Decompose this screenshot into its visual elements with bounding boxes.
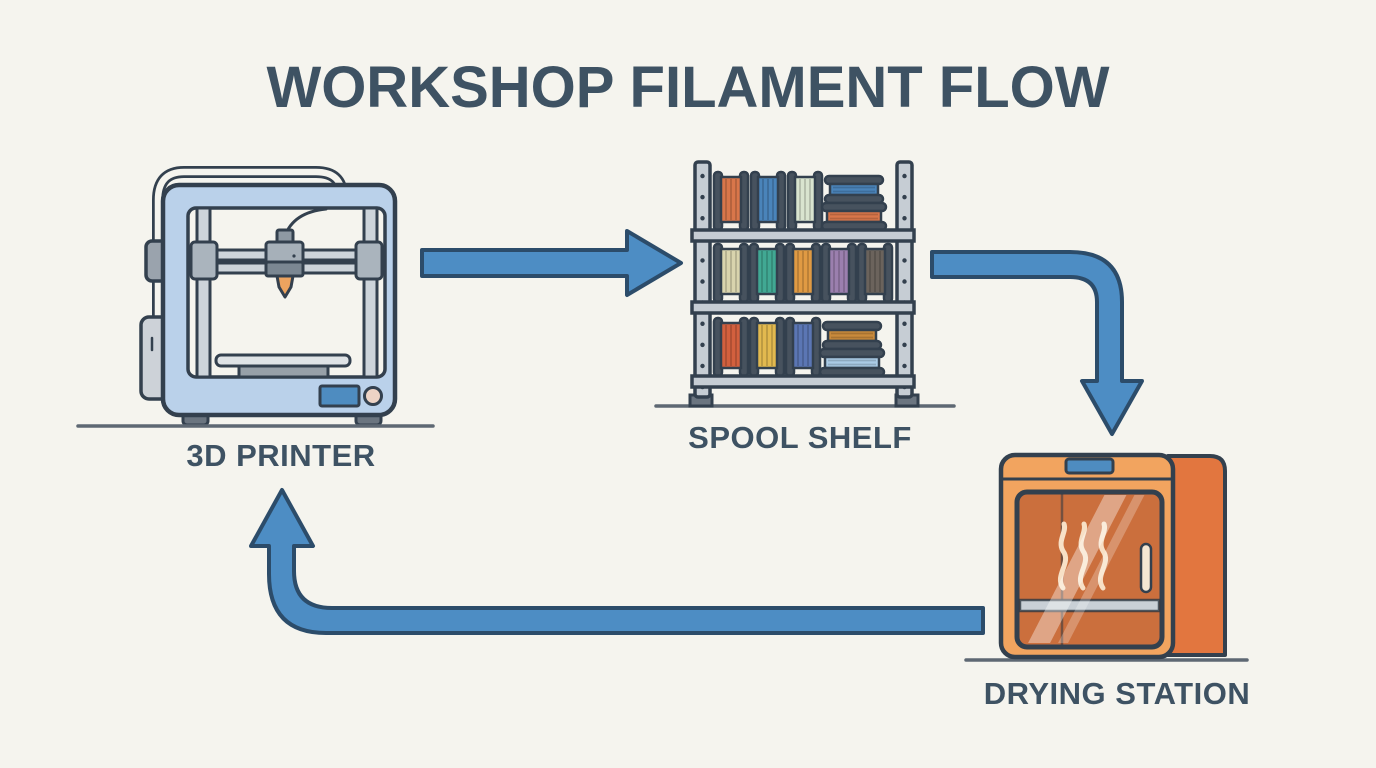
gantry-bracket bbox=[354, 240, 384, 281]
spool-vertical-yellow bbox=[748, 316, 786, 378]
spool-flat-orange bbox=[820, 201, 888, 232]
spool-vertical-dark-brown bbox=[856, 242, 894, 304]
dryer-display bbox=[1064, 457, 1115, 475]
arrow-printer-to-shelf-icon bbox=[420, 229, 683, 297]
spool-vertical-indigo bbox=[784, 316, 822, 378]
shelf-board bbox=[690, 374, 916, 389]
spool-flat-light-blue bbox=[818, 347, 886, 378]
heat-waves-icon bbox=[1057, 521, 1109, 591]
z-column bbox=[362, 206, 379, 379]
z-column bbox=[195, 206, 212, 379]
spool-shelf-icon bbox=[654, 160, 956, 408]
extruder-lower bbox=[264, 260, 305, 278]
spool-flat-blue bbox=[823, 174, 885, 205]
spool-vertical-amber bbox=[784, 242, 822, 304]
dryer-door-handle bbox=[1139, 542, 1153, 594]
bed-base bbox=[237, 364, 330, 379]
arrow-shelf-to-dryer-icon bbox=[930, 250, 1144, 436]
printer-screen bbox=[318, 384, 361, 408]
nozzle bbox=[275, 274, 295, 299]
arrow-dryer-to-printer-icon bbox=[249, 488, 985, 635]
shelf-board bbox=[690, 300, 916, 315]
spool-vertical-orange bbox=[712, 170, 750, 232]
printer-label: 3D PRINTER bbox=[186, 438, 376, 473]
printer-icon bbox=[76, 166, 435, 428]
spool-vertical-red bbox=[712, 316, 750, 378]
print-bed bbox=[214, 353, 352, 368]
spool-vertical-teal bbox=[748, 242, 786, 304]
dryer-shelf-bar bbox=[1018, 598, 1161, 613]
dryer-side-panel bbox=[1166, 454, 1227, 657]
spool-vertical-purple bbox=[820, 242, 858, 304]
shelf-label: SPOOL SHELF bbox=[688, 420, 912, 455]
spool-flat-brown bbox=[821, 320, 883, 351]
spool-vertical-blue bbox=[749, 170, 787, 232]
spool-vertical-beige bbox=[712, 242, 750, 304]
spool-vertical-pale-green bbox=[786, 170, 824, 232]
drying-station-icon bbox=[964, 452, 1249, 662]
dryer-label: DRYING STATION bbox=[983, 676, 1251, 711]
glass-reflection bbox=[1026, 495, 1146, 643]
shelf-board bbox=[690, 228, 916, 243]
diagram-title: WORKSHOP FILAMENT FLOW bbox=[266, 55, 1110, 120]
printer-knob bbox=[363, 386, 383, 406]
gantry-bracket bbox=[189, 240, 219, 281]
